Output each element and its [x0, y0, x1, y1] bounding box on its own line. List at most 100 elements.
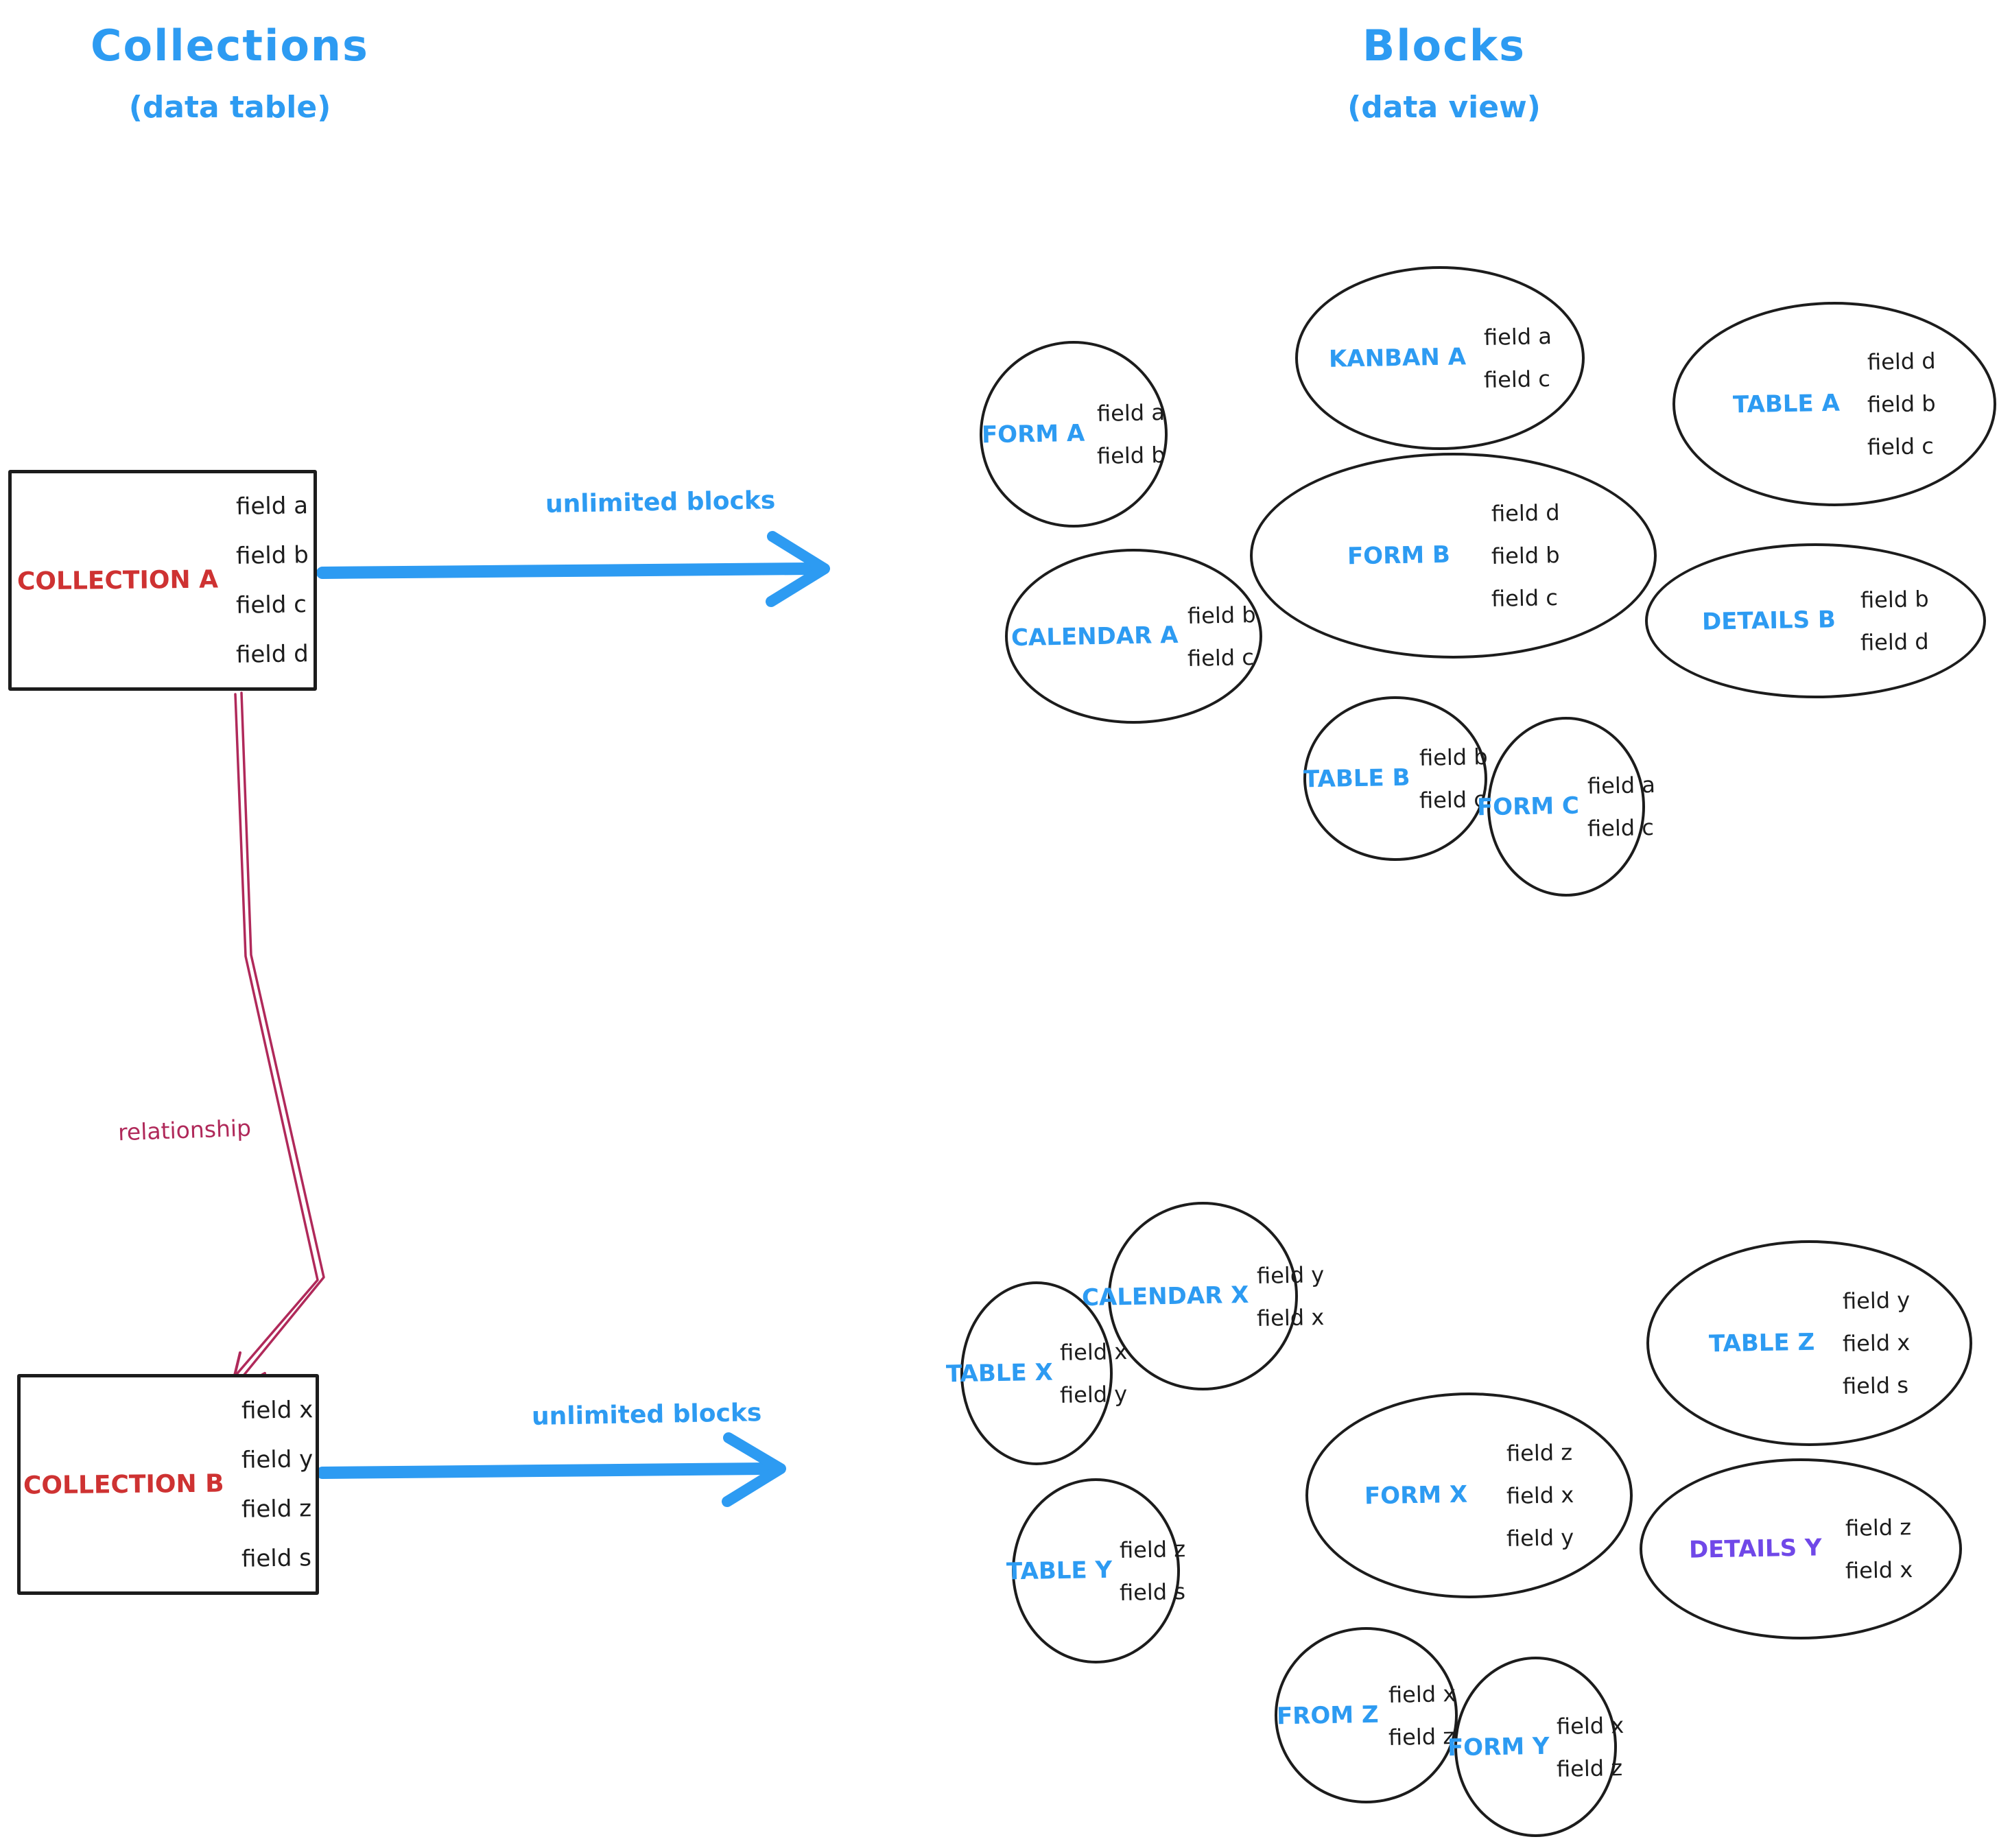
- block-field: field s: [1842, 1372, 1908, 1400]
- collection-a-name: COLLECTION A: [16, 565, 218, 596]
- block-field: field c: [1867, 433, 1935, 461]
- relationship-label: relationship: [117, 1114, 252, 1146]
- block-field: field x: [1506, 1481, 1574, 1510]
- block-label: TABLE B: [1303, 763, 1410, 794]
- collection-field: field y: [241, 1445, 314, 1474]
- block-field: field s: [1119, 1578, 1185, 1607]
- block-table-a: TABLE A field d field b field c: [1672, 302, 1996, 506]
- collections-title: Collections: [91, 21, 369, 71]
- block-form-c: FORM C field a field c: [1477, 717, 1655, 897]
- block-fields: field x field y: [1059, 1338, 1128, 1409]
- block-fields: field y field x field s: [1842, 1286, 1911, 1400]
- block-field: field y: [1842, 1286, 1911, 1315]
- block-field: field c: [1187, 643, 1255, 672]
- block-label: DETAILS B: [1701, 606, 1836, 636]
- block-field: field z: [1556, 1754, 1623, 1782]
- block-label: FORM X: [1364, 1480, 1468, 1511]
- block-label: FORM B: [1347, 541, 1451, 571]
- block-field: field b: [1860, 585, 1930, 614]
- block-details-y: DETAILS Y field z field x: [1640, 1458, 1962, 1639]
- block-field: field d: [1860, 628, 1930, 656]
- block-label: TABLE Y: [1006, 1556, 1113, 1586]
- block-fields: field a field c: [1587, 771, 1656, 842]
- block-form-x: FORM X field z field x field y: [1305, 1393, 1633, 1598]
- block-fields: field a field b: [1097, 399, 1166, 470]
- block-label: FORM A: [981, 419, 1085, 449]
- block-field: field x: [1059, 1338, 1128, 1366]
- block-field: field a: [1097, 399, 1166, 427]
- block-field: field b: [1187, 601, 1257, 629]
- block-label: CALENDAR X: [1081, 1281, 1249, 1312]
- block-fields: field d field b field c: [1491, 499, 1560, 613]
- collection-b-box: COLLECTION B field x field y field z fie…: [17, 1374, 319, 1595]
- block-field: field z: [1845, 1514, 1912, 1542]
- blocks-subtitle: (data view): [1347, 90, 1541, 125]
- block-table-z: TABLE Z field y field x field s: [1646, 1240, 1972, 1446]
- block-fields: field z field x: [1845, 1514, 1913, 1585]
- collection-field: field s: [241, 1544, 312, 1573]
- block-field: field y: [1506, 1524, 1574, 1552]
- block-calendar-x: CALENDAR X field y field x: [1081, 1202, 1325, 1390]
- block-label: DETAILS Y: [1688, 1534, 1823, 1564]
- block-field: field d: [1491, 499, 1560, 528]
- block-fields: field z field s: [1119, 1535, 1185, 1607]
- block-fields: field b field c: [1187, 601, 1257, 672]
- block-field: field x: [1842, 1329, 1911, 1358]
- blocks-title: Blocks: [1362, 21, 1526, 71]
- collection-field: field c: [235, 591, 307, 619]
- block-fields: field b field d: [1860, 585, 1930, 656]
- relationship-arrow: [228, 691, 325, 1394]
- blocks-title-block: Blocks (data view): [1266, 21, 1622, 125]
- block-field: field c: [1483, 366, 1550, 394]
- collection-field: field x: [241, 1396, 314, 1425]
- collection-field: field d: [235, 640, 309, 669]
- block-field: field z: [1388, 1722, 1455, 1751]
- block-field: field y: [1059, 1380, 1128, 1409]
- unlimited-blocks-label-b: unlimited blocks: [531, 1399, 762, 1431]
- block-form-a: FORM A field a field b: [980, 341, 1168, 528]
- block-form-y: FORM Y field x field z: [1447, 1657, 1624, 1837]
- block-field: field c: [1491, 584, 1558, 613]
- block-fields: field a field c: [1483, 322, 1552, 394]
- block-field: field a: [1587, 771, 1656, 800]
- block-field: field b: [1419, 743, 1488, 772]
- block-field: field c: [1587, 814, 1655, 842]
- block-label: FROM Z: [1276, 1701, 1380, 1730]
- block-field: field b: [1097, 441, 1166, 470]
- block-field: field b: [1491, 541, 1560, 570]
- block-details-b: DETAILS B field b field d: [1645, 543, 1986, 698]
- block-field: field x: [1388, 1680, 1456, 1708]
- block-field: field x: [1556, 1711, 1624, 1740]
- block-field: field d: [1867, 347, 1937, 376]
- unlimited-blocks-arrow-a: [316, 531, 830, 607]
- block-field: field x: [1845, 1556, 1913, 1585]
- block-field: field z: [1119, 1535, 1185, 1564]
- collection-field: field a: [235, 492, 308, 521]
- block-fields: field z field x field y: [1506, 1439, 1574, 1552]
- block-fields: field x field z: [1388, 1680, 1456, 1751]
- unlimited-blocks-arrow-b: [316, 1432, 786, 1507]
- collection-a-fields: field a field b field c field d: [235, 492, 309, 669]
- block-table-b: TABLE B field b field c: [1303, 696, 1488, 861]
- block-fields: field d field b field c: [1867, 348, 1936, 460]
- block-field: field a: [1483, 322, 1552, 351]
- block-table-x: TABLE X field x field y: [946, 1281, 1127, 1465]
- block-label: TABLE Z: [1708, 1328, 1815, 1358]
- block-label: FORM C: [1476, 792, 1580, 822]
- collection-field: field b: [235, 541, 309, 570]
- block-label: TABLE X: [945, 1358, 1054, 1388]
- block-label: TABLE A: [1732, 389, 1841, 419]
- block-fields: field x field z: [1556, 1711, 1624, 1782]
- collection-field: field z: [241, 1495, 312, 1524]
- collections-subtitle: (data table): [128, 90, 331, 125]
- unlimited-blocks-label-a: unlimited blocks: [545, 486, 776, 519]
- collection-b-name: COLLECTION B: [23, 1469, 224, 1500]
- collection-b-fields: field x field y field z field s: [241, 1396, 314, 1573]
- block-field: field b: [1867, 390, 1937, 418]
- block-form-b: FORM B field d field b field c: [1250, 453, 1657, 659]
- block-field: field x: [1256, 1303, 1325, 1331]
- block-field: field z: [1506, 1439, 1572, 1467]
- collections-title-block: Collections (data table): [38, 21, 422, 125]
- block-field: field y: [1256, 1261, 1325, 1289]
- block-kanban-a: KANBAN A field a field c: [1295, 266, 1585, 450]
